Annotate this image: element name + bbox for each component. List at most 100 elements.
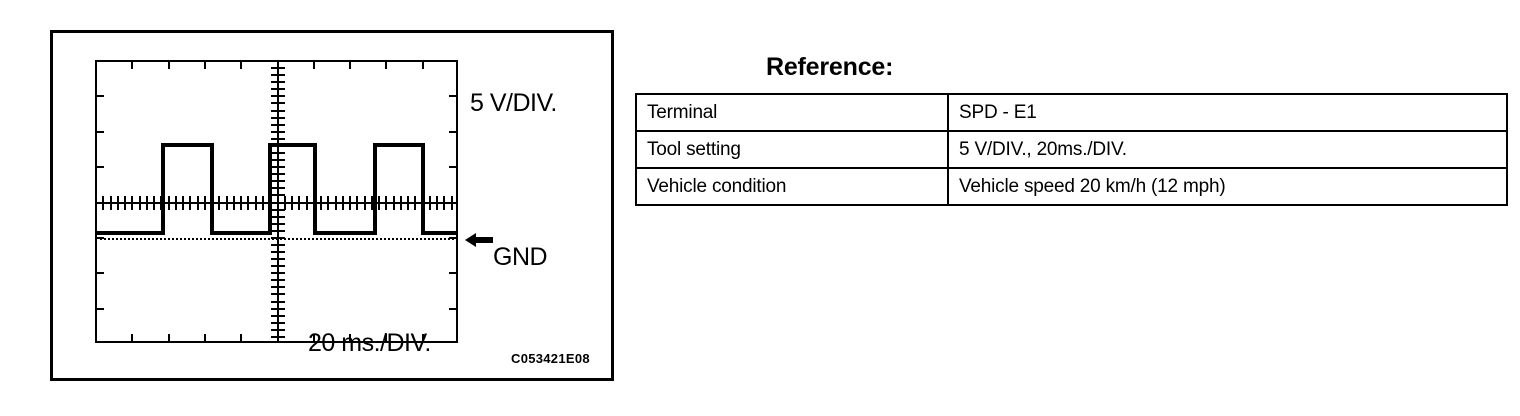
division-tick (349, 334, 352, 343)
division-tick (449, 236, 458, 239)
tick-mark (271, 215, 285, 218)
tick-mark (138, 196, 141, 210)
division-tick (240, 334, 243, 343)
tick-mark (271, 95, 285, 98)
tick-mark (370, 196, 373, 210)
table-cell-key: Terminal (635, 93, 949, 132)
tick-mark (167, 196, 170, 210)
tick-mark (271, 321, 285, 324)
division-tick (167, 60, 170, 69)
tick-mark (349, 196, 352, 210)
tick-mark (131, 196, 134, 210)
tick-mark (378, 196, 381, 210)
tick-mark (271, 265, 285, 268)
tick-mark (116, 196, 119, 210)
tick-mark (174, 196, 177, 210)
tick-mark (271, 116, 285, 119)
tick-mark (271, 286, 285, 289)
tick-mark (271, 130, 285, 133)
tick-mark (271, 137, 285, 140)
time-per-division-label: 20 ms./DIV. (308, 329, 431, 357)
division-tick (385, 60, 388, 69)
division-tick (421, 60, 424, 69)
volts-per-division-label: 5 V/DIV. (470, 89, 557, 117)
division-tick (131, 60, 134, 69)
tick-mark (271, 109, 285, 112)
tick-mark (271, 166, 285, 169)
tick-mark (271, 151, 285, 154)
tick-mark (240, 196, 243, 210)
tick-mark (271, 258, 285, 261)
division-tick (95, 95, 104, 98)
division-tick (95, 166, 104, 169)
tick-mark (124, 196, 127, 210)
oscilloscope-figure-panel: 5 V/DIV. 20 ms./DIV. GND C053421E08 (50, 30, 614, 381)
ground-label: GND (493, 243, 548, 271)
tick-mark (189, 196, 192, 210)
tick-mark (305, 196, 308, 210)
division-tick (240, 60, 243, 69)
table-cell-key: Vehicle condition (635, 167, 949, 206)
table-cell-value: Vehicle speed 20 km/h (12 mph) (947, 167, 1508, 206)
division-tick (385, 334, 388, 343)
tick-mark (320, 196, 323, 210)
division-tick (95, 272, 104, 275)
tick-mark (271, 251, 285, 254)
tick-mark (271, 279, 285, 282)
tick-mark (436, 196, 439, 210)
tick-mark (271, 222, 285, 225)
tick-mark (271, 201, 285, 204)
division-tick (203, 60, 206, 69)
tick-mark (271, 102, 285, 105)
division-tick (449, 166, 458, 169)
tick-mark (443, 196, 446, 210)
tick-mark (271, 293, 285, 296)
tick-mark (271, 173, 285, 176)
reference-heading: Reference: (766, 53, 894, 81)
division-tick (95, 236, 104, 239)
division-tick (276, 60, 279, 69)
tick-mark (399, 196, 402, 210)
tick-mark (247, 196, 250, 210)
tick-mark (271, 272, 285, 275)
division-tick (449, 272, 458, 275)
tick-mark (271, 208, 285, 211)
tick-mark (298, 196, 301, 210)
division-tick (203, 334, 206, 343)
tick-mark (271, 243, 285, 246)
figure-code: C053421E08 (511, 351, 590, 366)
division-tick (421, 334, 424, 343)
table-cell-key: Tool setting (635, 130, 949, 169)
tick-mark (392, 196, 395, 210)
ground-arrow-icon (465, 233, 493, 247)
tick-mark (271, 328, 285, 331)
tick-mark (385, 196, 388, 210)
division-tick (276, 334, 279, 343)
division-tick (349, 60, 352, 69)
division-tick (449, 201, 458, 204)
tick-mark (327, 196, 330, 210)
tick-mark (271, 307, 285, 310)
tick-mark (271, 81, 285, 84)
tick-mark (271, 159, 285, 162)
division-tick (95, 307, 104, 310)
tick-marks-vertical (271, 60, 285, 343)
tick-mark (271, 180, 285, 183)
ground-reference-line (95, 238, 458, 240)
tick-mark (261, 196, 264, 210)
tick-mark (196, 196, 199, 210)
division-tick (167, 334, 170, 343)
table-cell-value: 5 V/DIV., 20ms./DIV. (947, 130, 1508, 169)
tick-mark (254, 196, 257, 210)
division-tick (95, 201, 104, 204)
tick-mark (271, 88, 285, 91)
tick-mark (271, 229, 285, 232)
tick-mark (271, 314, 285, 317)
tick-mark (271, 187, 285, 190)
tick-mark (341, 196, 344, 210)
division-tick (312, 60, 315, 69)
tick-mark (225, 196, 228, 210)
